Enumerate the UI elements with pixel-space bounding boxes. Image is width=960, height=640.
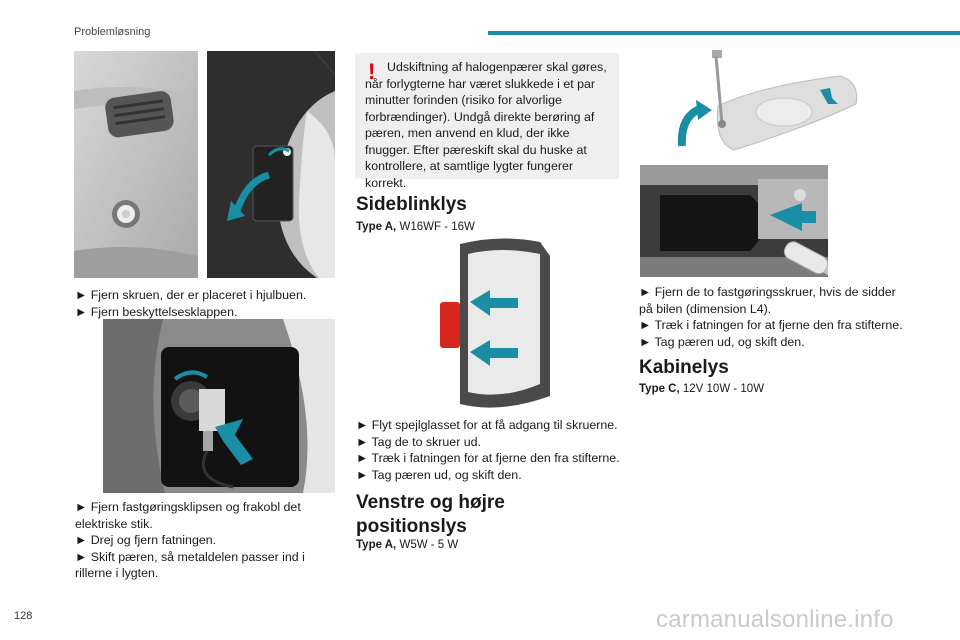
type-label: Type C, xyxy=(639,383,680,395)
steps-remove-screw: ► Fjern skruen, der er placeret i hjulbu… xyxy=(75,287,345,320)
header-accent-bar xyxy=(488,31,960,35)
type-value: 12V 10W - 10W xyxy=(679,383,765,395)
step-line: ► Træk i fatningen for at fjerne den fra… xyxy=(639,318,903,332)
type-positionslys: Type A, W5W - 5 W xyxy=(356,539,458,551)
type-value: W16WF - 16W xyxy=(396,221,475,233)
heading-positionslys: Venstre og højre positionslys xyxy=(356,491,505,539)
section-title: Problemløsning xyxy=(74,26,151,38)
page-number: 128 xyxy=(14,610,33,622)
illustration-lamp-unit xyxy=(640,165,828,277)
warning-box: ! Udskiftning af halogenpærer skal gøres… xyxy=(355,53,619,190)
step-line: ► Fjern de to fastgøringsskruer, hvis de… xyxy=(639,285,896,316)
warning-text: Udskiftning af halogenpærer skal gøres, … xyxy=(365,60,607,190)
step-line: ► Drej og fjern fatningen. xyxy=(75,533,217,547)
illustration-wheel-arch xyxy=(207,51,335,278)
step-line: ► Tag de to skruer ud. xyxy=(356,434,481,449)
step-line: ► Skift pæren, så metaldelen passer ind … xyxy=(75,549,305,581)
step-line: ► Træk i fatningen for at fjerne den fra… xyxy=(356,451,620,465)
step-line: ► Flyt spejlglasset for at få adgang til… xyxy=(356,418,618,432)
steps-side-indicator: ► Flyt spejlglasset for at få adgang til… xyxy=(356,417,626,483)
type-sideblinklys: Type A, W16WF - 16W xyxy=(356,221,475,233)
step-line: ► Fjern skruen, der er placeret i hjulbu… xyxy=(75,288,307,302)
type-label: Type A, xyxy=(356,221,397,233)
steps-replace-bulb: ► Fjern fastgøringsklipsen og frakobl de… xyxy=(75,499,345,582)
heading-line-2: positionslys xyxy=(356,516,467,537)
step-line: ► Fjern beskyttelsesklappen. xyxy=(75,304,238,319)
illustration-lamp-cover xyxy=(660,46,860,158)
heading-kabinelys: Kabinelys xyxy=(639,357,729,378)
type-value: W5W - 5 W xyxy=(396,539,459,551)
step-line: ► Tag pæren ud, og skift den. xyxy=(356,467,522,482)
type-kabinelys: Type C, 12V 10W - 10W xyxy=(639,383,764,395)
step-line: ► Fjern fastgøringsklipsen og frakobl de… xyxy=(75,500,301,531)
heading-sideblinklys: Sideblinklys xyxy=(356,194,467,215)
heading-line-1: Venstre og højre xyxy=(356,492,505,513)
step-line: ► Tag pæren ud, og skift den. xyxy=(639,334,805,349)
illustration-mirror xyxy=(440,236,552,412)
watermark: carmanualsonline.info xyxy=(656,606,894,633)
type-label: Type A, xyxy=(356,539,397,551)
steps-remove-fasteners: ► Fjern de to fastgøringsskruer, hvis de… xyxy=(639,284,909,350)
illustration-front-bumper xyxy=(74,51,198,278)
warning-icon: ! xyxy=(368,59,376,84)
illustration-bulb-holder xyxy=(103,319,335,493)
